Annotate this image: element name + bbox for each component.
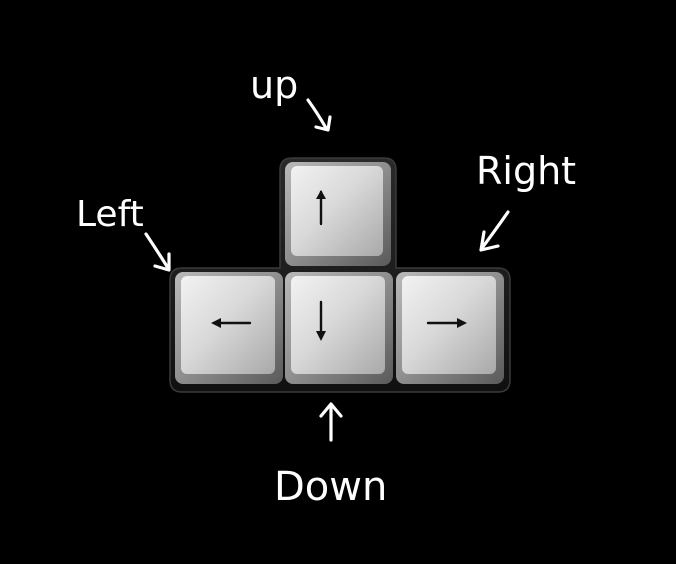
- label-up: up: [250, 63, 298, 107]
- label-down: Down: [274, 464, 387, 510]
- pointer-to-right-key-icon: [479, 210, 510, 252]
- pointer-to-up-key-icon: [306, 98, 332, 132]
- pointer-to-down-key-icon: [319, 402, 343, 442]
- arrow-right-icon: [426, 318, 467, 328]
- key-down[interactable]: [285, 272, 393, 384]
- key-left[interactable]: [175, 272, 283, 384]
- arrow-down-icon: [316, 300, 326, 341]
- label-left: Left: [76, 194, 144, 235]
- label-right: Right: [476, 149, 576, 193]
- arrow-up-icon: [316, 190, 326, 226]
- key-right[interactable]: [396, 272, 504, 384]
- key-up[interactable]: [285, 162, 391, 266]
- arrow-left-icon: [211, 318, 252, 328]
- pointer-to-left-key-icon: [144, 232, 171, 272]
